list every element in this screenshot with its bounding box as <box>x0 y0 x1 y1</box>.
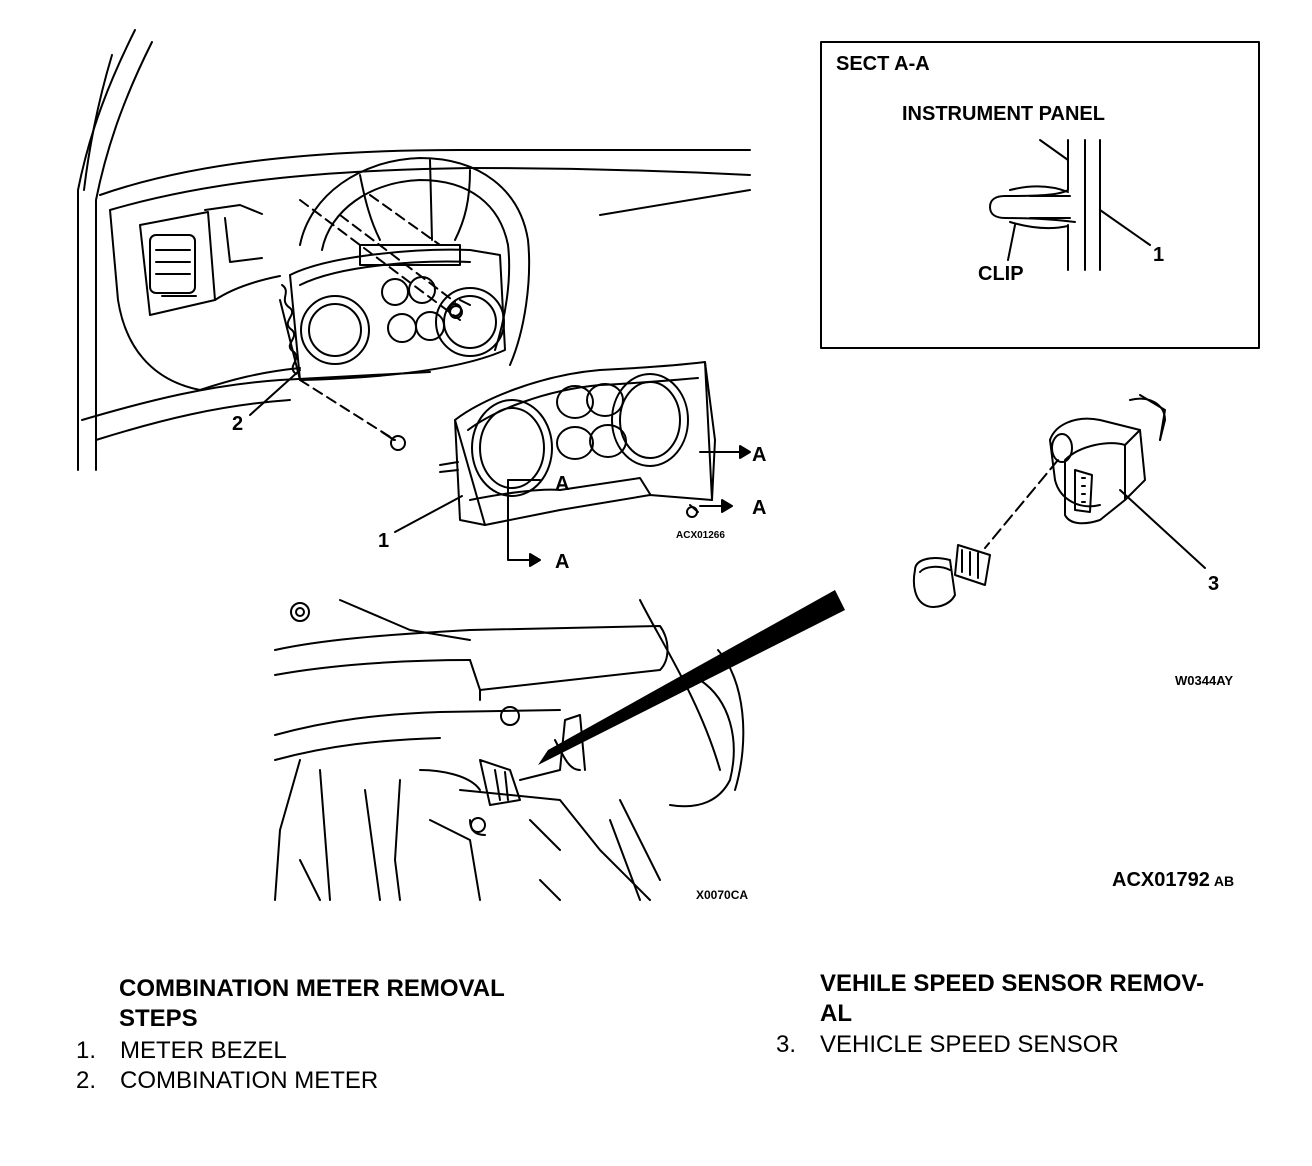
meter-removal-heading-line2: STEPS <box>119 1005 198 1032</box>
section-arrows <box>507 445 751 567</box>
section-title: SECT A-A <box>836 53 930 75</box>
step-text: VEHICLE SPEED SENSOR <box>820 1031 1119 1058</box>
meter-removal-heading-line1: COMBINATION METER REMOVAL <box>119 975 505 1002</box>
combination-meter <box>279 244 506 381</box>
sensor-removal-heading: VEHILE SPEED SENSOR REMOV- AL <box>820 969 1204 1029</box>
leader-line-2 <box>249 369 301 416</box>
meter-bezel-illustration <box>439 361 716 526</box>
step-number: 2. <box>76 1067 97 1094</box>
step-meter-bezel: 1. METER BEZEL <box>76 1036 287 1066</box>
section-callout-1: 1 <box>1153 244 1164 266</box>
figure-code-underbody: X0070CA <box>696 888 748 902</box>
step-number: 1. <box>76 1037 97 1064</box>
speed-sensor-illustration <box>912 394 1206 608</box>
leader-line-1 <box>394 495 463 533</box>
section-marker-a: A <box>555 551 569 573</box>
callout-1: 1 <box>378 530 389 552</box>
pointer-wedge <box>538 590 845 765</box>
callout-2: 2 <box>232 413 243 435</box>
step-number: 3. <box>776 1031 797 1058</box>
clip-label: CLIP <box>978 263 1024 285</box>
removal-diagram: SECT A-A INSTRUMENT PANEL CLIP 1 2 1 3 A… <box>77 29 1260 902</box>
figure-code-sensor: W0344AY <box>1175 673 1233 688</box>
figure-code-main-text: ACX01792 <box>1112 869 1210 891</box>
figure-code-bezel: ACX01266 <box>676 530 725 541</box>
figure-code-main-suffix: AB <box>1214 873 1234 889</box>
air-vent <box>149 234 197 297</box>
instrument-panel-label: INSTRUMENT PANEL <box>902 103 1105 125</box>
section-inset <box>820 41 1260 349</box>
dashboard-illustration <box>77 29 751 471</box>
screw-icon <box>381 431 406 451</box>
step-text: METER BEZEL <box>120 1037 287 1064</box>
step-text: COMBINATION METER <box>120 1067 379 1094</box>
bolt-icon <box>912 544 991 608</box>
section-marker-a: A <box>555 473 569 495</box>
step-vehicle-speed-sensor: 3. VEHICLE SPEED SENSOR <box>776 1030 1119 1060</box>
callout-3: 3 <box>1208 573 1219 595</box>
underbody-illustration <box>274 599 745 901</box>
sensor-removal-heading-line2: AL <box>820 1000 852 1027</box>
section-marker-a: A <box>752 497 766 519</box>
steering-wheel <box>299 157 531 366</box>
step-combination-meter: 2. COMBINATION METER <box>76 1066 378 1096</box>
section-marker-a: A <box>752 444 766 466</box>
meter-removal-heading: COMBINATION METER REMOVAL STEPS <box>119 974 505 1034</box>
sensor-removal-heading-line1: VEHILE SPEED SENSOR REMOV- <box>820 970 1205 997</box>
